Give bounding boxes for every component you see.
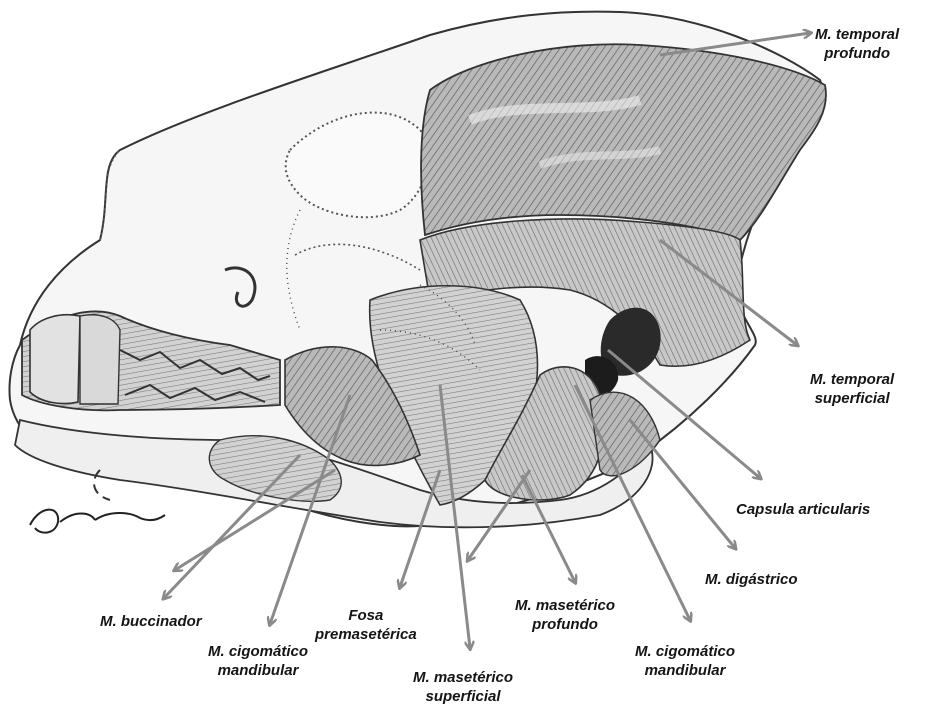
label-digastrico: M. digástrico — [705, 570, 798, 589]
label-temporal-superficial: M. temporal superficial — [810, 370, 894, 408]
label-fosa-premasseterica: Fosa premasetérica — [315, 606, 417, 644]
label-cigomatico-mandibular-right: M. cigomático mandibular — [635, 642, 735, 680]
label-masetero-superficial: M. masetérico superficial — [413, 668, 513, 706]
label-buccinador: M. buccinador — [100, 612, 202, 631]
signature-mark — [30, 510, 165, 533]
label-temporal-profundo: M. temporal profundo — [815, 25, 899, 63]
temporal-profundo-muscle — [421, 44, 826, 240]
label-masetero-profundo: M. masetérico profundo — [515, 596, 615, 634]
label-cigomatico-mandibular-left: M. cigomático mandibular — [208, 642, 308, 680]
label-capsula-articularis: Capsula articularis — [736, 500, 870, 519]
